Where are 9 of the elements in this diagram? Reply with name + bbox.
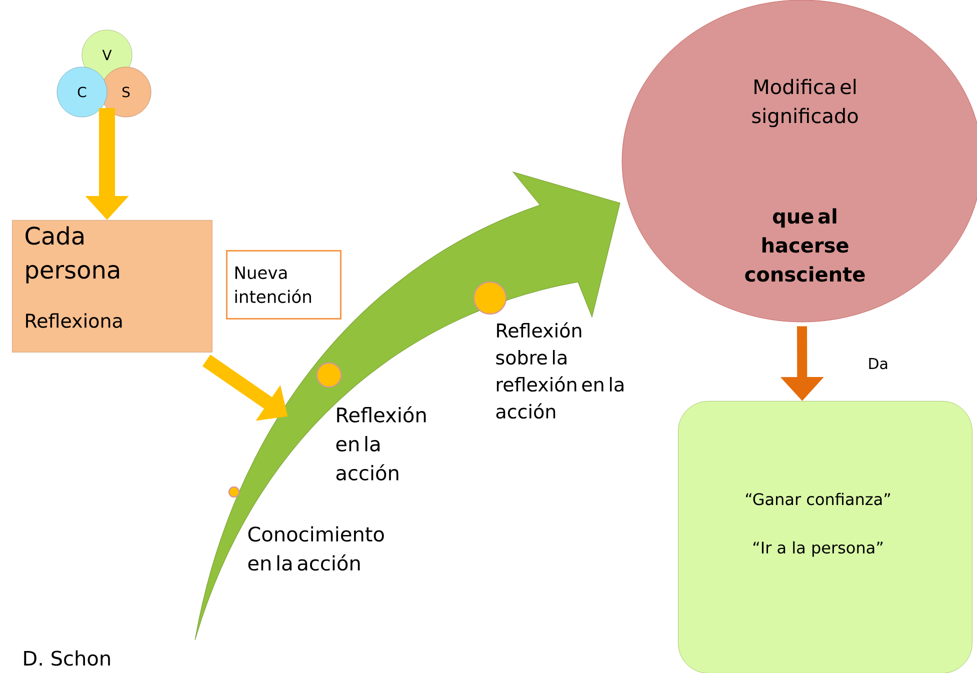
rounded-box: “Ganar confianza” “Ir a la persona”	[678, 401, 972, 673]
dot	[228, 486, 240, 498]
edge-label: Da	[866, 357, 890, 370]
text-box: Nueva intención	[226, 250, 342, 320]
stage-label: Reflexión sobre la reflexión en la acción	[496, 322, 624, 419]
stage-label: Conocimiento en la acción	[248, 526, 384, 571]
process-box: Cada persona Reflexiona	[12, 220, 212, 352]
stage-label: Reflexión en la acción	[336, 406, 426, 480]
author-label: D. Schon	[24, 650, 110, 666]
